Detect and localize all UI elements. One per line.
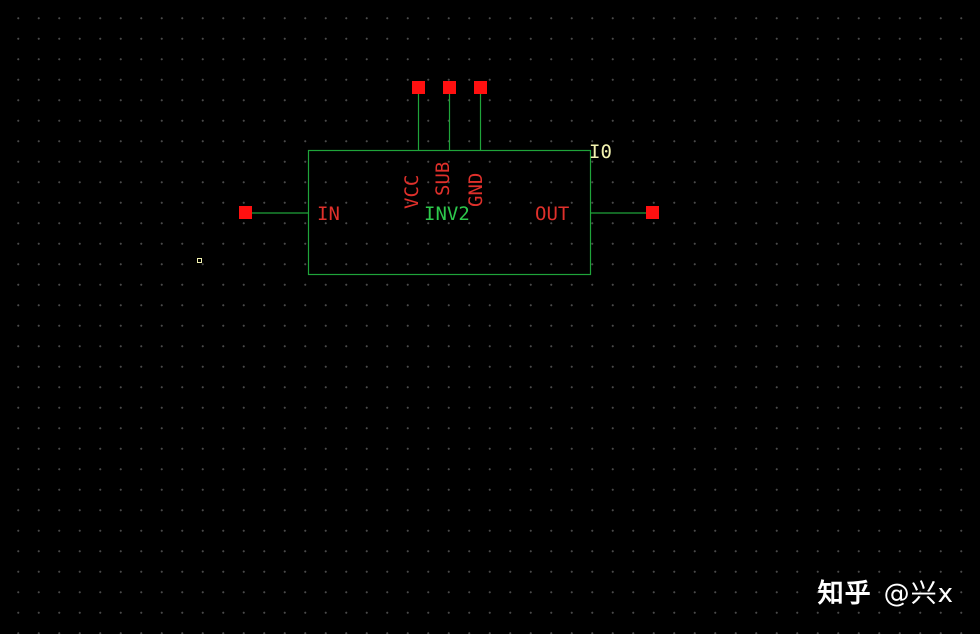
origin-marker — [197, 258, 202, 263]
instance-name-label: I0 — [589, 141, 612, 163]
watermark-user: @兴x — [883, 579, 954, 609]
in-pin[interactable] — [239, 206, 252, 219]
in-pin-label: IN — [317, 203, 340, 225]
watermark: 知乎 @兴x — [818, 573, 954, 610]
cell-name-label: INV2 — [424, 203, 470, 225]
instance-body[interactable] — [307, 149, 592, 276]
gnd-pin-label: GND — [465, 173, 487, 207]
out-pin-label: OUT — [535, 203, 569, 225]
vcc-pin-label: VCC — [401, 175, 423, 209]
vcc-pin[interactable] — [412, 81, 425, 94]
gnd-pin[interactable] — [474, 81, 487, 94]
out-pin[interactable] — [646, 206, 659, 219]
watermark-site: 知乎 — [817, 579, 872, 609]
sub-pin-label: SUB — [432, 162, 454, 196]
sub-pin[interactable] — [443, 81, 456, 94]
